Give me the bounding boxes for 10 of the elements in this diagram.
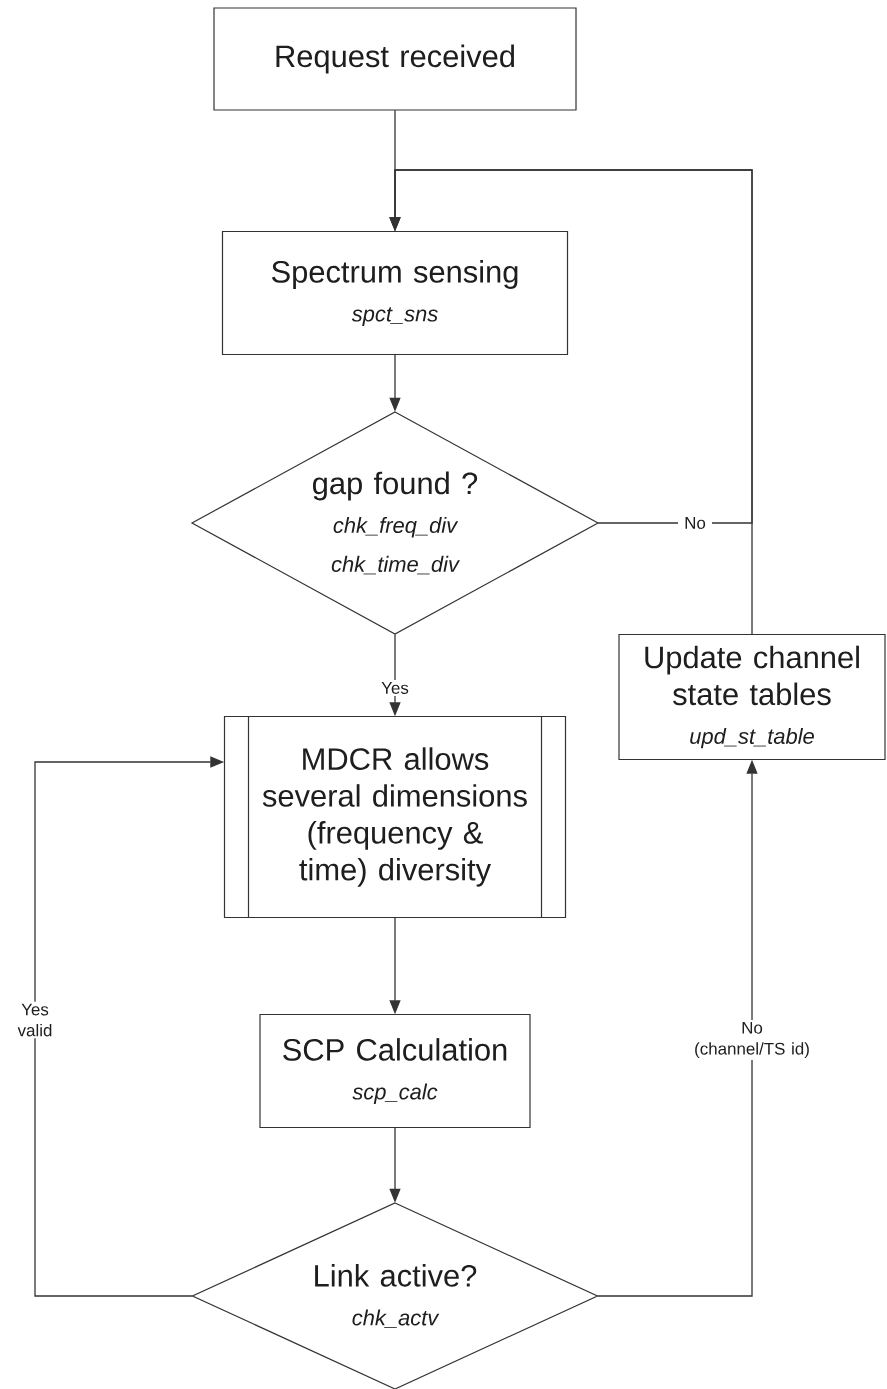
- edge-label: Yes valid: [11, 1001, 59, 1039]
- process-box: SCP Calculation scp_calc: [259, 1013, 531, 1129]
- arrow: [389, 169, 753, 635]
- process-box: Spectrum sensing spct_sns: [221, 230, 569, 356]
- edge-label: No (channel/TS id): [680, 1020, 824, 1061]
- process-box: Request received: [213, 7, 577, 111]
- process-box: Update channel state tables upd_st_table: [618, 633, 886, 761]
- edge-label: No: [678, 515, 712, 531]
- predefined-process-box: MDCR allows several dimensions (frequency & time) diversity: [223, 715, 567, 919]
- edge-label: Yes: [375, 680, 415, 696]
